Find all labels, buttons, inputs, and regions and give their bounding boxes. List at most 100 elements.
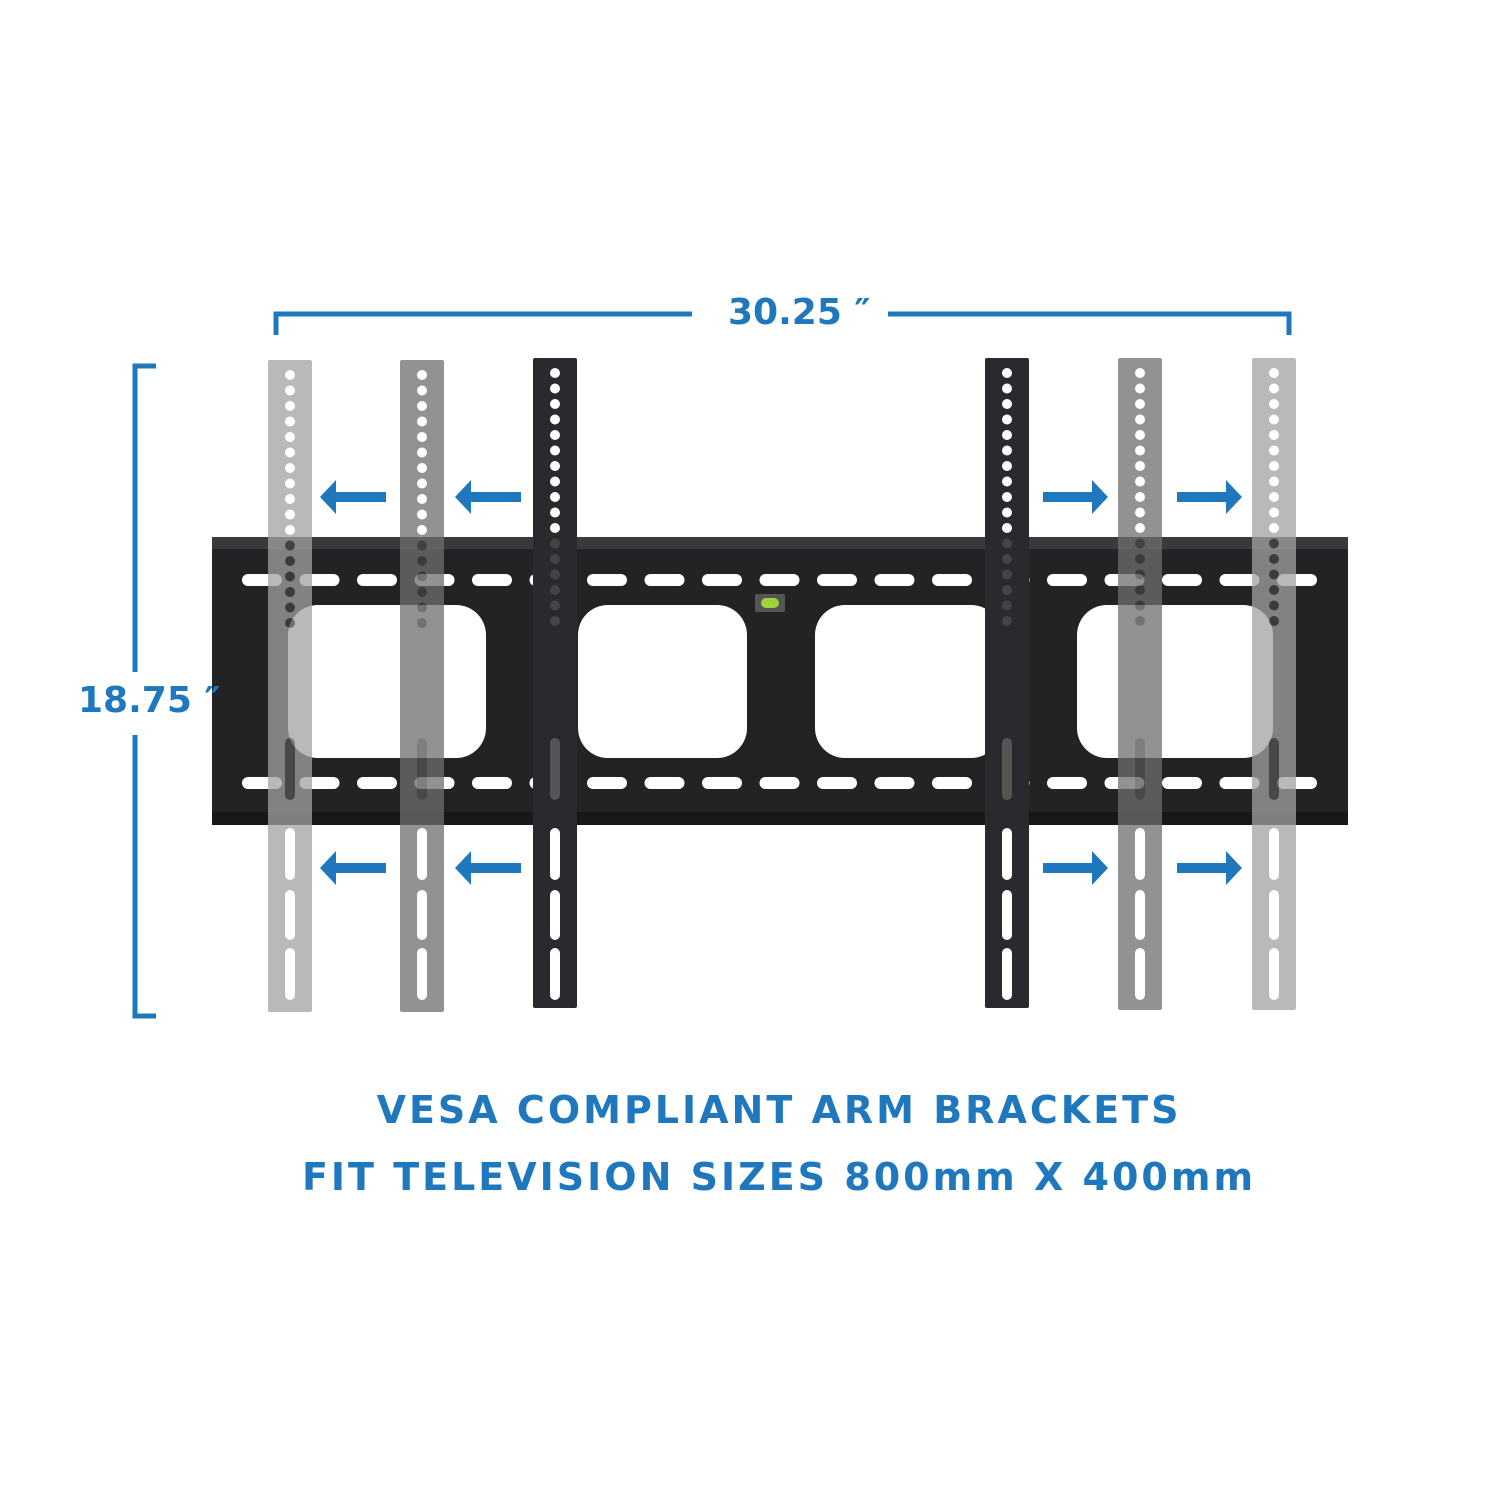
arm-hole xyxy=(1135,538,1145,549)
mounting-slot xyxy=(357,777,397,789)
arm-slot xyxy=(550,828,560,880)
mounting-slot xyxy=(472,574,512,586)
arrow-right-icon xyxy=(1043,480,1108,514)
arm-hole xyxy=(285,602,295,613)
arm-hole xyxy=(1002,538,1012,549)
arm-hole xyxy=(1002,507,1012,518)
arrow-head xyxy=(455,851,471,885)
mounting-plate xyxy=(212,537,1348,825)
arm-hole xyxy=(1135,445,1145,456)
arm-hole xyxy=(285,447,295,458)
arm-bar xyxy=(268,360,312,1012)
arm-hole xyxy=(550,507,560,518)
arrow-shaft xyxy=(1043,863,1092,873)
arm-hole xyxy=(1002,368,1012,378)
arm-bracket-right-middle xyxy=(1118,358,1162,1010)
arm-slot xyxy=(417,828,427,880)
arm-hole xyxy=(417,587,427,597)
arrow-left-icon xyxy=(320,480,386,514)
arrow-head xyxy=(455,480,471,514)
arm-slot xyxy=(285,890,295,940)
arm-slot xyxy=(1002,738,1012,800)
arm-hole xyxy=(285,525,295,535)
arm-hole xyxy=(285,432,295,442)
mounting-slot xyxy=(932,777,972,789)
mounting-slot xyxy=(817,777,857,789)
arm-hole xyxy=(1135,476,1145,487)
arm-slot xyxy=(550,890,560,940)
arm-hole xyxy=(550,492,560,502)
arm-hole xyxy=(417,571,427,582)
arm-bracket-left xyxy=(533,358,577,1008)
arm-hole xyxy=(1002,600,1012,611)
arrow-left-icon xyxy=(455,851,521,885)
arm-slot xyxy=(417,738,427,800)
mounting-slot xyxy=(759,777,800,789)
arm-bracket-left-middle xyxy=(400,360,444,1012)
width-dimension-line-right xyxy=(888,311,1292,335)
plate-cutout xyxy=(815,605,1001,758)
arm-hole xyxy=(285,463,295,473)
caption-line-2: FIT TELEVISION SIZES 800mm X 400mm xyxy=(301,1155,1257,1199)
arm-hole xyxy=(417,540,427,551)
height-dimension-label: 18.75 ″ xyxy=(78,680,221,721)
arm-hole xyxy=(1135,399,1145,409)
arrow-right-icon xyxy=(1177,851,1242,885)
arm-slot xyxy=(1002,828,1012,880)
arm-hole xyxy=(417,618,427,628)
arm-hole xyxy=(1269,585,1279,595)
arm-hole xyxy=(285,509,295,520)
arrow-shaft xyxy=(471,492,521,502)
plate-cutout xyxy=(1077,605,1273,758)
plate-bottom-lip xyxy=(212,812,1348,825)
arm-slot xyxy=(417,890,427,940)
arm-hole xyxy=(1002,585,1012,595)
mounting-slot xyxy=(1219,574,1260,586)
arm-hole xyxy=(550,600,560,611)
arm-slot xyxy=(550,948,560,1000)
mounting-slot xyxy=(1162,777,1202,789)
arrow-shaft xyxy=(1177,863,1226,873)
arrow-head xyxy=(1226,480,1242,514)
arm-hole xyxy=(1269,461,1279,471)
arrow-left-icon xyxy=(455,480,521,514)
mounting-slot xyxy=(817,574,857,586)
arm-bar xyxy=(1252,358,1296,1010)
arm-hole xyxy=(1269,476,1279,487)
arrow-head xyxy=(1092,480,1108,514)
arm-hole xyxy=(550,445,560,456)
arrow-shaft xyxy=(336,863,386,873)
mounting-slot xyxy=(472,777,512,789)
arm-hole xyxy=(550,585,560,595)
mounting-slot xyxy=(874,777,915,789)
arm-hole xyxy=(285,571,295,582)
arm-bar xyxy=(1118,358,1162,1010)
arm-hole xyxy=(550,383,560,394)
arm-hole xyxy=(417,602,427,613)
arm-hole xyxy=(417,385,427,396)
arm-hole xyxy=(1002,461,1012,471)
plate-top-lip xyxy=(212,537,1348,549)
arm-hole xyxy=(1269,492,1279,502)
arm-bar xyxy=(985,358,1029,1008)
mounting-slot xyxy=(644,777,685,789)
arm-bracket-left-extended xyxy=(268,360,312,1012)
arm-hole xyxy=(417,432,427,442)
arrow-shaft xyxy=(1177,492,1226,502)
arm-hole xyxy=(1269,600,1279,611)
arm-hole xyxy=(1002,383,1012,394)
arm-hole xyxy=(1135,523,1145,533)
arm-hole xyxy=(1269,383,1279,394)
arm-hole xyxy=(1269,616,1279,626)
mounting-slot xyxy=(587,777,627,789)
arm-slot xyxy=(1269,890,1279,940)
arm-bar xyxy=(400,360,444,1012)
arm-hole xyxy=(1135,461,1145,471)
mounting-slot xyxy=(759,574,800,586)
plate-cutout xyxy=(578,605,747,758)
arm-hole xyxy=(1002,554,1012,564)
arm-hole xyxy=(1269,507,1279,518)
arrow-right-icon xyxy=(1177,480,1242,514)
arm-hole xyxy=(1002,445,1012,456)
